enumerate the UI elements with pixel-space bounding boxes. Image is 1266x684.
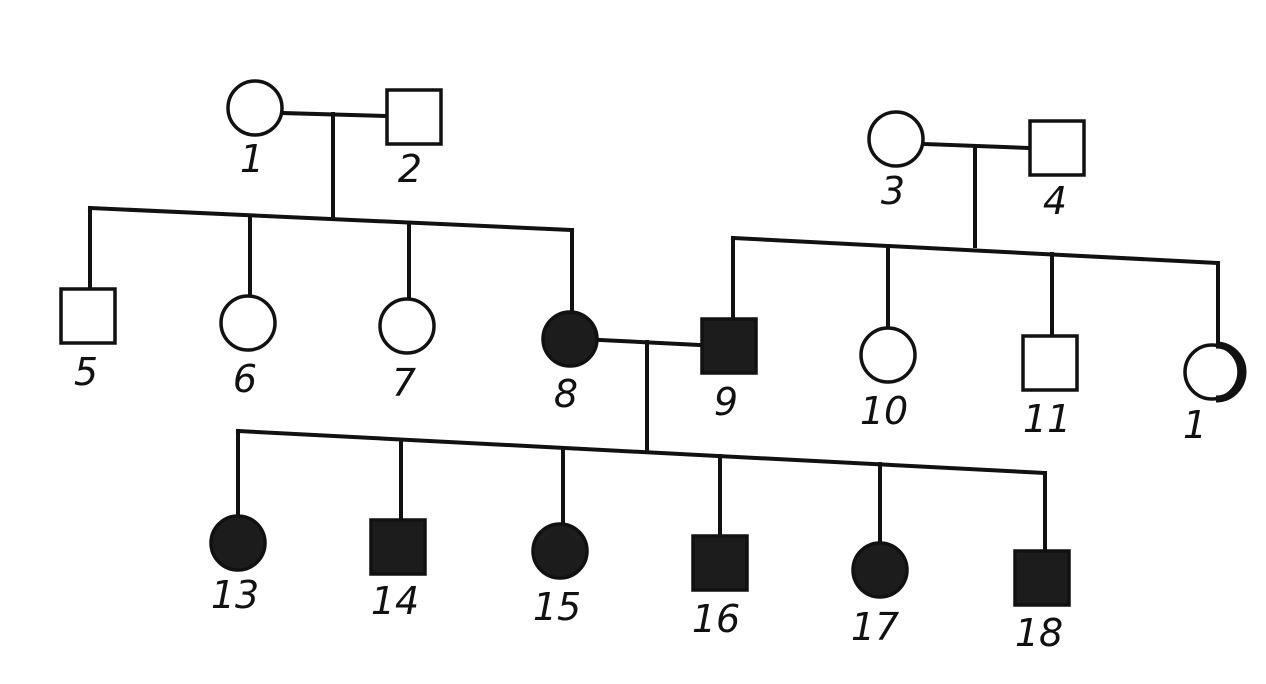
affected-male-square-14 (369, 518, 427, 576)
sibship-line-5-8 (87, 205, 575, 233)
individual-9: 9 (700, 317, 758, 424)
female-circle-12 (1183, 343, 1241, 401)
individual-label-1: 1 (240, 137, 264, 181)
individual-8: 8 (541, 310, 599, 416)
individual-label-4: 4 (1043, 179, 1067, 223)
individual-label-15: 15 (533, 585, 581, 629)
individual-18: 18 (1013, 549, 1071, 655)
individual-label-2: 2 (398, 147, 422, 191)
male-square-2 (385, 88, 443, 146)
male-square-11 (1021, 334, 1079, 392)
individual-12: 1 (1183, 341, 1247, 447)
affected-female-circle-8 (541, 310, 599, 368)
affected-female-circle-15 (531, 522, 589, 580)
individual-label-13: 13 (211, 573, 259, 617)
affected-male-square-16 (691, 534, 749, 592)
sibship-line-9-12 (730, 235, 1221, 266)
individual-label-17: 17 (851, 605, 899, 649)
individual-15: 15 (531, 522, 589, 629)
individual-label-16: 16 (692, 597, 740, 641)
affected-female-circle-17 (851, 541, 909, 599)
individual-label-7: 7 (392, 361, 416, 405)
individual-label-10: 10 (860, 389, 908, 433)
individual-6: 6 (219, 294, 277, 401)
pedigree-lines (87, 110, 1221, 552)
individual-label-8: 8 (554, 372, 578, 416)
individual-16: 16 (691, 534, 749, 641)
individual-label-3: 3 (881, 169, 905, 213)
individual-13: 13 (209, 514, 267, 617)
individual-14: 14 (369, 518, 427, 623)
individual-5: 5 (59, 287, 117, 394)
individual-label-14: 14 (371, 579, 419, 623)
male-square-4 (1028, 119, 1086, 177)
circle-edge-12 (1215, 341, 1247, 403)
individual-7: 7 (378, 297, 436, 405)
individual-17: 17 (851, 541, 909, 649)
individual-2: 2 (385, 88, 443, 191)
affected-male-square-18 (1013, 549, 1071, 607)
marriage-line-8-9 (597, 337, 703, 348)
individual-label-11: 11 (1023, 397, 1071, 441)
individual-4: 4 (1028, 119, 1086, 223)
female-circle-7 (378, 297, 436, 355)
female-circle-3 (867, 110, 925, 168)
individual-label-9: 9 (714, 380, 738, 424)
affected-male-square-9 (700, 317, 758, 375)
female-circle-10 (859, 326, 917, 384)
affected-female-circle-13 (209, 514, 267, 572)
individual-11: 11 (1021, 334, 1079, 441)
male-square-5 (59, 287, 117, 345)
individual-1: 1 (226, 79, 284, 181)
individual-10: 10 (859, 326, 917, 433)
individual-label-5: 5 (74, 350, 98, 394)
individual-label-18: 18 (1015, 611, 1063, 655)
female-circle-6 (219, 294, 277, 352)
individual-label-12: 1 (1183, 403, 1207, 447)
individual-label-6: 6 (233, 357, 257, 401)
individual-3: 3 (867, 110, 925, 213)
sibship-line-13-18 (235, 428, 1048, 476)
female-circle-1 (226, 79, 284, 137)
